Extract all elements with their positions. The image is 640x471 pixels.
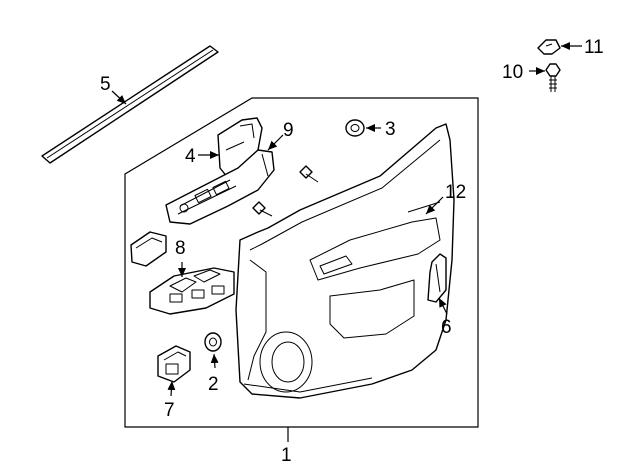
leader-5	[111, 90, 127, 105]
leader-9	[267, 134, 284, 151]
trim-bracket	[427, 253, 447, 303]
leader-2	[210, 353, 219, 369]
callout-3: 3	[385, 119, 396, 140]
callout-4: 4	[185, 146, 196, 167]
assembly-frame	[124, 97, 479, 428]
callout-11: 11	[584, 37, 604, 58]
leader-6	[438, 297, 448, 315]
callout-5: 5	[100, 74, 111, 95]
door-trim-panel	[235, 123, 455, 399]
callout-8: 8	[175, 238, 186, 259]
screw-lower	[252, 201, 273, 217]
fastener-clip	[537, 39, 561, 55]
belt-moulding-strip	[41, 45, 219, 164]
callout-7: 7	[164, 400, 175, 421]
mirror-switch	[157, 345, 191, 383]
callout-2: 2	[208, 374, 219, 395]
callout-12: 12	[445, 182, 466, 203]
leader-12	[425, 196, 444, 215]
leader-7	[167, 380, 176, 397]
callout-1: 1	[281, 445, 292, 466]
power-window-master-switch	[149, 267, 235, 315]
window-switch-loose	[130, 231, 167, 267]
grommet-lower	[204, 332, 222, 352]
grommet-upper	[345, 119, 365, 137]
callout-6: 6	[441, 317, 452, 338]
callout-9: 9	[283, 120, 294, 141]
fastener-screw	[545, 63, 561, 92]
screw-upper	[299, 165, 319, 183]
switch-bezel-lower	[165, 149, 275, 225]
callout-10: 10	[502, 62, 523, 83]
